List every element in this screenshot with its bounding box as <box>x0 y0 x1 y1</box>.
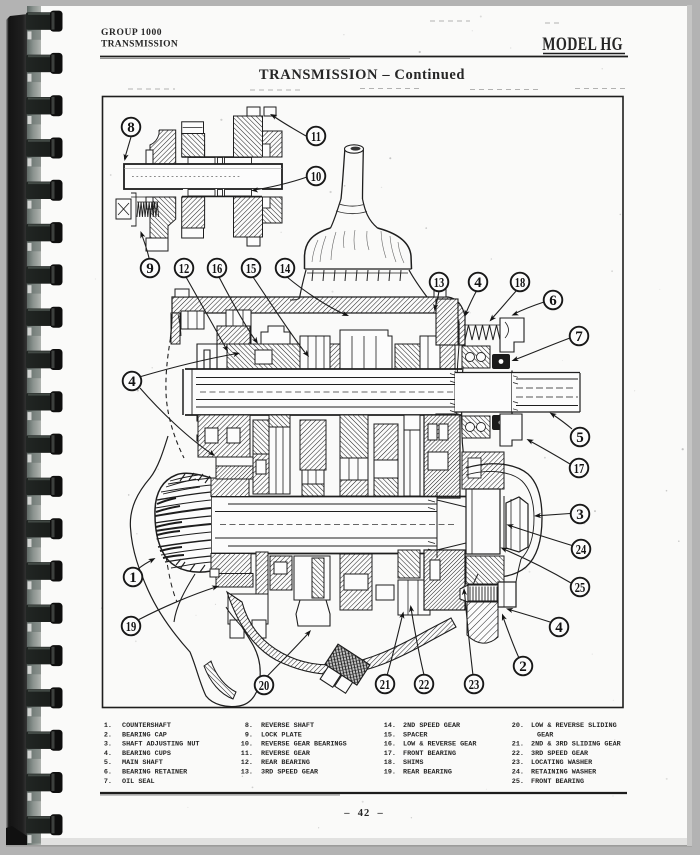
svg-text:10.: 10. <box>241 741 253 749</box>
svg-text:REVERSE GEAR: REVERSE GEAR <box>261 750 311 758</box>
svg-text:17: 17 <box>574 461 585 477</box>
svg-text:6.: 6. <box>104 769 112 777</box>
svg-text:1.: 1. <box>104 722 112 730</box>
svg-text:21: 21 <box>380 677 391 693</box>
svg-text:11: 11 <box>311 129 321 145</box>
svg-text:LOW & REVERSE GEAR: LOW & REVERSE GEAR <box>403 741 477 749</box>
svg-text:LOW & REVERSE SLIDING: LOW & REVERSE SLIDING <box>531 722 617 730</box>
svg-text:BEARING RETAINER: BEARING RETAINER <box>122 769 188 777</box>
svg-text:24.: 24. <box>512 769 524 777</box>
svg-text:SHIMS: SHIMS <box>403 759 423 767</box>
svg-text:SHAFT ADJUSTING NUT: SHAFT ADJUSTING NUT <box>122 741 200 749</box>
svg-text:REVERSE GEAR BEARINGS: REVERSE GEAR BEARINGS <box>261 741 347 749</box>
svg-text:15: 15 <box>246 261 257 277</box>
svg-text:9: 9 <box>146 261 154 277</box>
svg-text:22: 22 <box>419 677 430 693</box>
svg-text:13.: 13. <box>241 769 253 777</box>
svg-text:3RD SPEED GEAR: 3RD SPEED GEAR <box>531 750 589 758</box>
svg-text:2: 2 <box>519 659 527 675</box>
svg-text:12: 12 <box>179 261 190 277</box>
svg-text:TRANSMISSION: TRANSMISSION <box>101 40 178 50</box>
svg-text:COUNTERSHAFT: COUNTERSHAFT <box>122 722 171 730</box>
svg-text:MODEL HG: MODEL HG <box>542 33 623 54</box>
svg-text:MAIN SHAFT: MAIN SHAFT <box>122 759 163 767</box>
svg-text:2ND SPEED GEAR: 2ND SPEED GEAR <box>403 722 461 730</box>
svg-text:20.: 20. <box>512 722 524 730</box>
svg-text:5.: 5. <box>104 759 112 767</box>
svg-text:GROUP 1000: GROUP 1000 <box>101 28 162 38</box>
svg-text:LOCATING WASHER: LOCATING WASHER <box>531 759 593 767</box>
svg-text:16.: 16. <box>384 741 396 749</box>
svg-text:10: 10 <box>311 169 322 185</box>
svg-text:4: 4 <box>474 275 482 291</box>
svg-text:GEAR: GEAR <box>537 731 554 739</box>
svg-text:4.: 4. <box>104 750 112 758</box>
svg-text:16: 16 <box>212 261 223 277</box>
svg-text:3.: 3. <box>104 741 112 749</box>
svg-text:19.: 19. <box>384 769 396 777</box>
svg-text:6: 6 <box>549 293 557 309</box>
svg-text:4: 4 <box>555 620 563 636</box>
svg-text:5: 5 <box>576 430 584 446</box>
svg-text:14.: 14. <box>384 722 396 730</box>
svg-text:13: 13 <box>434 275 445 291</box>
svg-text:20: 20 <box>259 678 270 694</box>
svg-text:24: 24 <box>576 542 587 558</box>
svg-text:9.: 9. <box>245 731 253 739</box>
svg-text:RETAINING WASHER: RETAINING WASHER <box>531 769 597 777</box>
svg-text:23.: 23. <box>512 759 524 767</box>
svg-text:2.: 2. <box>104 731 112 739</box>
svg-text:REAR BEARING: REAR BEARING <box>403 769 452 777</box>
svg-text:22.: 22. <box>512 750 524 758</box>
svg-text:17.: 17. <box>384 750 396 758</box>
svg-text:14: 14 <box>280 261 291 277</box>
svg-text:11.: 11. <box>241 750 253 758</box>
svg-text:8.: 8. <box>245 722 253 730</box>
svg-text:2ND & 3RD SLIDING GEAR: 2ND & 3RD SLIDING GEAR <box>531 741 622 749</box>
svg-text:8: 8 <box>127 120 135 136</box>
svg-text:BEARING CUPS: BEARING CUPS <box>122 750 171 758</box>
svg-text:4: 4 <box>128 374 136 390</box>
svg-text:REVERSE SHAFT: REVERSE SHAFT <box>261 722 314 730</box>
svg-text:25: 25 <box>575 580 586 596</box>
svg-text:BEARING CAP: BEARING CAP <box>122 731 167 739</box>
svg-text:25.: 25. <box>512 778 524 786</box>
svg-text:7: 7 <box>575 329 583 345</box>
svg-text:SPACER: SPACER <box>403 731 428 739</box>
svg-text:3: 3 <box>576 507 584 523</box>
svg-text:23: 23 <box>469 677 480 693</box>
svg-text:15.: 15. <box>384 731 396 739</box>
svg-text:18.: 18. <box>384 759 396 767</box>
svg-text:3RD SPEED GEAR: 3RD SPEED GEAR <box>261 769 319 777</box>
svg-text:– 42 –: – 42 – <box>343 808 384 819</box>
svg-text:OIL SEAL: OIL SEAL <box>122 778 155 786</box>
svg-text:7.: 7. <box>104 778 112 786</box>
svg-text:FRONT BEARING: FRONT BEARING <box>531 778 584 786</box>
svg-text:TRANSMISSION – Continued: TRANSMISSION – Continued <box>259 67 465 83</box>
svg-text:18: 18 <box>515 275 526 291</box>
svg-text:FRONT BEARING: FRONT BEARING <box>403 750 456 758</box>
svg-text:LOCK PLATE: LOCK PLATE <box>261 731 302 739</box>
svg-text:REAR BEARING: REAR BEARING <box>261 759 310 767</box>
svg-text:21.: 21. <box>512 741 524 749</box>
svg-text:19: 19 <box>126 619 137 635</box>
svg-text:12.: 12. <box>241 759 253 767</box>
svg-text:1: 1 <box>129 570 137 586</box>
